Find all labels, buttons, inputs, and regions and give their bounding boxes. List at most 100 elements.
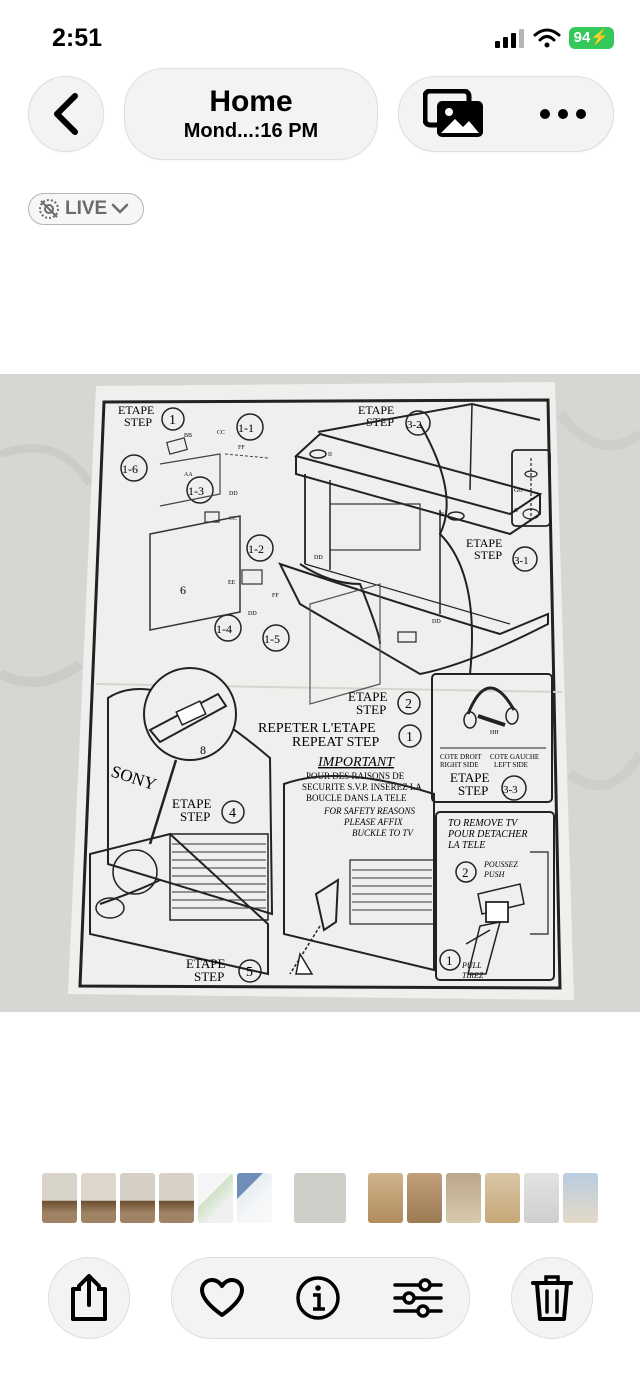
part-ee: EE xyxy=(228,580,236,586)
safety-en-1: FOR SAFETY REASONS xyxy=(323,806,415,816)
pull-num: 1 xyxy=(446,953,453,968)
part-dd-3: DD xyxy=(314,555,323,561)
sliders-icon xyxy=(393,1278,443,1318)
safety-en-3: BUCKLE TO TV xyxy=(352,828,414,838)
remove-tv-inset: TO REMOVE TV POUR DETACHER LA TELE 2 POU… xyxy=(435,811,555,981)
step-3-3-inset: HH COTE DROIT COTE GAUCHE RIGHT SIDE LEF… xyxy=(431,673,553,803)
step-4-area: SONY 8 ETAPE STEP 4 ETAPE STEP xyxy=(89,667,274,984)
repeat-step-en: REPEAT STEP xyxy=(292,735,379,750)
part-ii-2: II xyxy=(440,512,444,518)
info-button[interactable] xyxy=(290,1270,346,1326)
status-bar: 2:51 94⚡ xyxy=(0,0,640,70)
cote-droit: COTE DROIT xyxy=(440,753,482,761)
thumbnail[interactable] xyxy=(237,1173,272,1223)
safety-en-2: PLEASE AFFIX xyxy=(343,817,403,827)
part-bb: BB xyxy=(184,433,192,439)
status-icons: 94⚡ xyxy=(494,27,614,49)
part-ff-2: FF xyxy=(272,593,279,599)
part-hh: HH xyxy=(490,730,499,736)
edit-button[interactable] xyxy=(390,1270,446,1326)
label-1-2: 1-2 xyxy=(248,542,264,556)
gallery-button[interactable] xyxy=(421,87,487,141)
step1-etape: ETAPE xyxy=(118,403,154,417)
remove-tv-fr: POUR DETACHER xyxy=(447,829,528,840)
thumbnail[interactable] xyxy=(198,1173,233,1223)
part-ii: II xyxy=(328,452,332,458)
label-3-2: 3-2 xyxy=(407,419,422,431)
favorite-button[interactable] xyxy=(194,1270,250,1326)
remove-tv-fr-2: LA TELE xyxy=(447,840,485,851)
step-3-area: ETAPE STEP 3-2 ETAPE STEP 3-1 II II xyxy=(278,402,551,705)
thumbnail[interactable] xyxy=(446,1173,481,1223)
important-heading: IMPORTANT xyxy=(317,755,395,770)
back-button[interactable] xyxy=(28,76,104,152)
step33-etape: ETAPE xyxy=(450,770,489,785)
step2-num: 2 xyxy=(405,697,412,712)
step4-step: STEP xyxy=(180,809,210,824)
cellular-signal-icon xyxy=(494,29,524,48)
step32-etape: ETAPE xyxy=(358,403,394,417)
photo-actions-pill xyxy=(171,1257,470,1339)
label-1-5: 1-5 xyxy=(264,632,280,646)
push-label-en: PUSH xyxy=(483,870,506,879)
step2-step: STEP xyxy=(356,702,386,717)
step4-num: 4 xyxy=(229,806,236,821)
ellipsis-icon xyxy=(540,109,586,119)
step5-num: 5 xyxy=(246,965,253,980)
step1-num: 1 xyxy=(169,413,176,428)
thumbnail[interactable] xyxy=(524,1173,559,1223)
right-side: RIGHT SIDE xyxy=(440,761,479,769)
cote-gauche: COTE GAUCHE xyxy=(490,753,539,761)
push-num: 2 xyxy=(462,865,469,880)
panel-6-label: 6 xyxy=(180,583,186,597)
safety-fr-2: SECURITE S.V.P. INSEREZ LA xyxy=(302,782,422,792)
thumbnail[interactable] xyxy=(159,1173,194,1223)
live-off-icon xyxy=(39,199,59,219)
chevron-left-icon xyxy=(54,93,78,135)
part-ii-3: II xyxy=(514,508,518,514)
instruction-sheet-photo: ETAPE STEP 1 1-1 1-6 1-3 1-2 1-4 1-5 BB … xyxy=(0,382,640,1000)
remove-tv-en: TO REMOVE TV xyxy=(448,818,519,829)
thumbnail-selected[interactable] xyxy=(294,1173,346,1223)
repeat-step-num: 1 xyxy=(406,730,413,745)
share-icon xyxy=(71,1274,107,1321)
part-dd: DD xyxy=(229,491,238,497)
part-cc-2: CC xyxy=(229,516,237,522)
part-dd-2: DD xyxy=(248,611,257,617)
wifi-icon xyxy=(533,28,561,48)
thumbnail[interactable] xyxy=(407,1173,442,1223)
middle-tv xyxy=(283,775,435,975)
step-1-area: ETAPE STEP 1 1-1 1-6 1-3 1-2 1-4 1-5 BB … xyxy=(118,403,290,652)
step2-etape: ETAPE xyxy=(348,689,387,704)
photo-date: Mond...:16 PM xyxy=(183,120,319,142)
thumbnail[interactable] xyxy=(120,1173,155,1223)
thumbnail[interactable] xyxy=(81,1173,116,1223)
left-side: LEFT SIDE xyxy=(494,761,528,769)
step4-etape: ETAPE xyxy=(172,796,211,811)
pull-label-fr: TIREZ xyxy=(462,971,484,980)
step31-step: STEP xyxy=(474,548,502,562)
label-1-1: 1-1 xyxy=(238,421,254,435)
label-1-6: 1-6 xyxy=(122,462,138,476)
push-label-fr: POUSSEZ xyxy=(483,860,518,869)
delete-button[interactable] xyxy=(511,1257,593,1339)
thumbnail[interactable] xyxy=(485,1173,520,1223)
thumbnail[interactable] xyxy=(368,1173,403,1223)
live-photo-toggle[interactable]: LIVE xyxy=(28,193,144,225)
chevron-down-icon xyxy=(111,203,129,214)
share-button[interactable] xyxy=(48,1257,130,1339)
step33-step: STEP xyxy=(458,783,488,798)
photo-viewer[interactable]: ETAPE STEP 1 1-1 1-6 1-3 1-2 1-4 1-5 BB … xyxy=(0,374,640,1012)
thumbnail[interactable] xyxy=(563,1173,598,1223)
more-options-button[interactable] xyxy=(533,89,593,139)
thumbnail[interactable] xyxy=(42,1173,77,1223)
part-8-label: 8 xyxy=(200,743,206,757)
photo-stack-icon xyxy=(423,89,483,137)
status-time: 2:51 xyxy=(52,24,103,52)
top-actions xyxy=(398,76,614,152)
label-3-1: 3-1 xyxy=(514,555,529,567)
album-title-pill[interactable]: Home Mond...:16 PM xyxy=(124,68,378,160)
repeat-step-fr: REPETER L'ETAPE xyxy=(258,721,376,736)
part-cc: CC xyxy=(217,430,225,436)
step5-step: STEP xyxy=(194,969,224,984)
